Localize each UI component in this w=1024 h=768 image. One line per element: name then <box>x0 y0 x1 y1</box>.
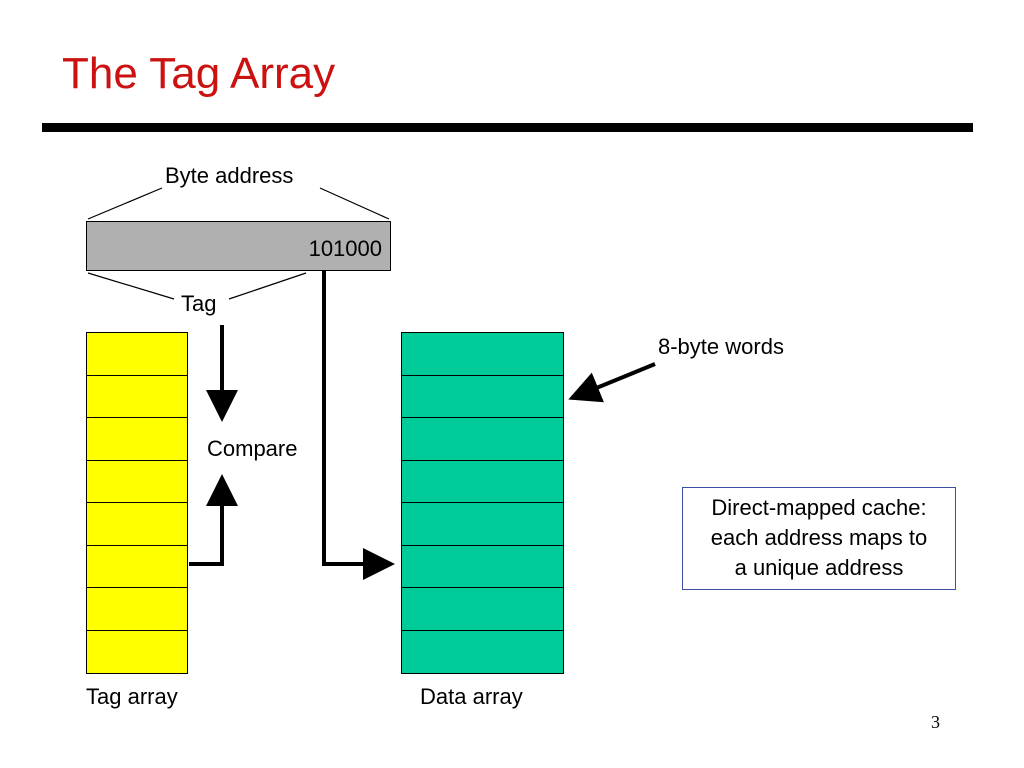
tag-bracket-left <box>87 272 175 300</box>
data-array-row <box>402 418 563 461</box>
slide-title: The Tag Array <box>62 49 336 98</box>
byte-address-bracket-right <box>319 187 390 220</box>
word-pointer-arrow <box>568 362 656 403</box>
page-number: 3 <box>931 712 940 732</box>
title-rule <box>42 123 973 132</box>
tag-array-row <box>87 503 187 546</box>
data-array-row <box>402 461 563 503</box>
tag-array-row <box>87 333 187 376</box>
data-array-row <box>402 503 563 546</box>
tag-array <box>86 332 188 674</box>
byte-address-label: Byte address <box>165 163 294 188</box>
tag-array-row <box>87 376 187 418</box>
note-line: each address maps to <box>710 525 928 550</box>
word-size-label: 8-byte words <box>658 334 784 359</box>
tag-array-label: Tag array <box>86 684 178 709</box>
data-array-row <box>402 376 563 418</box>
tag-array-row <box>87 461 187 503</box>
byte-address-bracket-left <box>87 187 163 220</box>
compare-label: Compare <box>207 436 298 461</box>
tag-array-row <box>87 588 187 631</box>
tag-bracket-right <box>228 272 307 300</box>
data-array-row <box>402 588 563 631</box>
data-array <box>401 332 564 674</box>
byte-address-box: 101000 <box>86 221 391 271</box>
note-line: a unique address <box>734 555 904 580</box>
address-to-data-array-arrow <box>322 270 395 580</box>
data-array-row <box>402 546 563 588</box>
note-line: Direct-mapped cache: <box>711 495 927 520</box>
tag-array-row <box>87 418 187 461</box>
data-array-label: Data array <box>420 684 523 709</box>
data-array-row <box>402 333 563 376</box>
tag-array-to-compare-arrow <box>189 474 238 566</box>
direct-mapped-note: Direct-mapped cache: each address maps t… <box>682 487 956 590</box>
tag-label: Tag <box>181 291 217 316</box>
tag-array-row <box>87 546 187 588</box>
address-value: 101000 <box>308 236 382 261</box>
